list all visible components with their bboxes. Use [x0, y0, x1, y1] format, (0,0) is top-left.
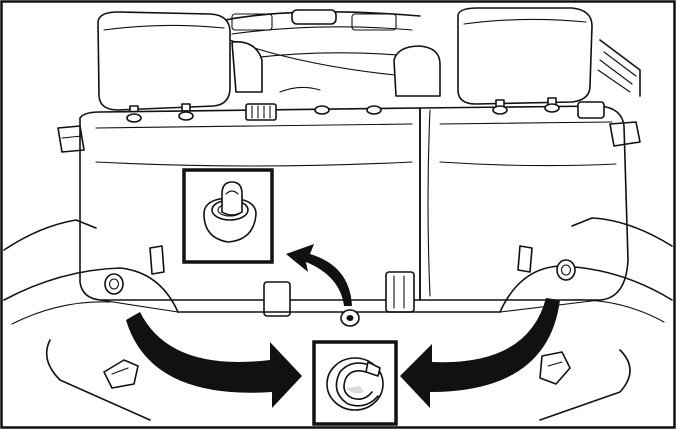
side-pillar-right: [599, 39, 641, 97]
seat-latch-tab-right: [385, 271, 415, 313]
seatback-split-seam: [427, 109, 431, 297]
floor-left-edge: [99, 299, 179, 313]
seatback-stitch-left: [95, 161, 413, 167]
seatback-right-panel: [419, 105, 629, 301]
rear-seatback: [57, 101, 641, 317]
right-lower-trim: [539, 349, 631, 421]
seat-latch-tab-left: [263, 281, 291, 317]
headrest-right: [457, 7, 593, 111]
sun-visor-left: [231, 13, 273, 31]
right-arrow: [400, 298, 560, 408]
left-lower-trim: [45, 339, 151, 421]
floor-ring-detail: [312, 340, 398, 426]
center-seatbelt-latch: [245, 103, 277, 121]
side-anchor-right: [556, 259, 576, 281]
left-trim-crease: [11, 301, 111, 325]
right-trim-crease: [569, 299, 665, 323]
vehicle-interior-background: [224, 9, 641, 97]
seatback-top-seam-right: [439, 121, 613, 125]
seatback-stitch-right: [439, 161, 617, 167]
rearview-mirror: [291, 9, 337, 25]
cargo-area: [3, 217, 673, 421]
front-seat-left: [231, 41, 263, 93]
seatbelt-guide-right: [609, 121, 641, 147]
sun-visor-right: [351, 13, 397, 31]
seatbelt-guide-left: [57, 125, 85, 153]
right-wheel-arch-top: [571, 217, 673, 247]
pillar-trim-3: [597, 69, 631, 93]
upper-hook-detail: [182, 168, 274, 264]
side-anchor-left: [104, 273, 124, 295]
front-seat-right: [393, 45, 441, 97]
lower-hook-left: [103, 359, 139, 389]
tie-down-ring-icon: [326, 357, 384, 411]
side-hook-left: [149, 245, 165, 275]
console-line: [279, 86, 321, 93]
side-hook-right: [517, 245, 533, 273]
seatback-release-latch: [577, 101, 605, 119]
left-side-trim: [3, 267, 179, 313]
windshield-top: [231, 26, 413, 35]
pillar-trim-1: [603, 51, 637, 77]
pillar-trim-2: [599, 59, 633, 85]
headrest-left: [97, 11, 231, 117]
left-arrow: [126, 312, 302, 408]
lower-hook-right: [539, 351, 571, 385]
seatback-top-seam-left: [95, 123, 413, 129]
small-arrow: [286, 244, 352, 306]
left-wheel-arch-top: [3, 219, 97, 251]
cargo-hook-icon: [203, 181, 257, 243]
